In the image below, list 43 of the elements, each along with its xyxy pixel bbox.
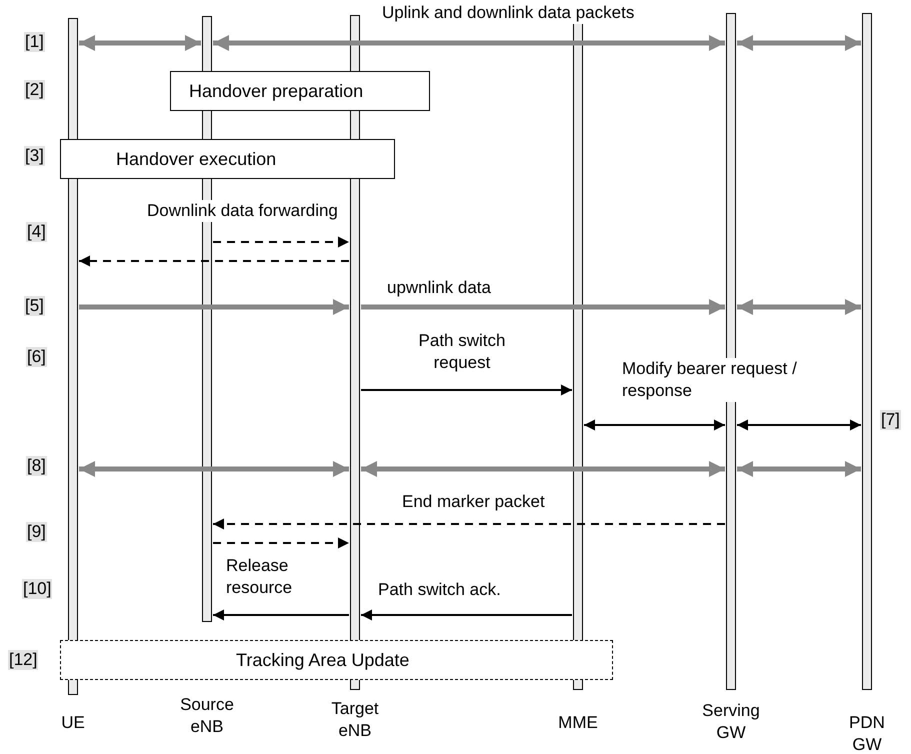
step-number: [12] xyxy=(8,650,38,670)
arrow xyxy=(584,420,725,430)
step-number: [5] xyxy=(24,296,45,316)
arrow xyxy=(213,610,349,620)
arrow xyxy=(737,299,861,315)
step-title: Tracking Area Update xyxy=(236,650,410,670)
arrow xyxy=(79,35,201,51)
step-number: [4] xyxy=(26,222,47,242)
step-number: [10] xyxy=(22,579,52,599)
step-title: Handover preparation xyxy=(189,80,364,102)
arrow xyxy=(213,35,725,51)
arrow xyxy=(737,420,861,430)
step-title: Handover execution xyxy=(116,148,276,170)
arrow xyxy=(737,35,861,51)
edge-label: Downlink data forwarding xyxy=(145,200,340,222)
arrow xyxy=(361,299,725,315)
step-number: [2] xyxy=(24,80,45,100)
arrow xyxy=(361,610,572,620)
arrow xyxy=(361,384,572,396)
step-number: [7] xyxy=(880,410,901,430)
step-box xyxy=(170,71,430,111)
arrow xyxy=(361,461,725,477)
arrow xyxy=(79,299,349,315)
arrow xyxy=(79,256,349,266)
arrow xyxy=(213,518,725,530)
lifeline-label: MME xyxy=(557,712,599,734)
step-number: [8] xyxy=(26,456,47,476)
step-number: [1] xyxy=(24,32,45,52)
step-box xyxy=(60,139,395,179)
arrow xyxy=(213,538,349,548)
step-number: [3] xyxy=(24,146,45,166)
arrow xyxy=(79,461,349,477)
lifeline-label: Source eNB xyxy=(179,694,235,738)
step-number: [9] xyxy=(26,522,47,542)
lifeline-label: Target eNB xyxy=(330,698,380,742)
lifeline-label: PDN GW xyxy=(848,712,886,754)
dashed-step-box xyxy=(60,640,613,680)
step-number: [6] xyxy=(26,347,47,367)
arrow xyxy=(213,236,349,248)
lifeline-label: Serving GW xyxy=(701,700,761,744)
arrow xyxy=(737,461,861,477)
lifeline-bar xyxy=(862,13,872,690)
lifeline-label: UE xyxy=(60,712,86,734)
